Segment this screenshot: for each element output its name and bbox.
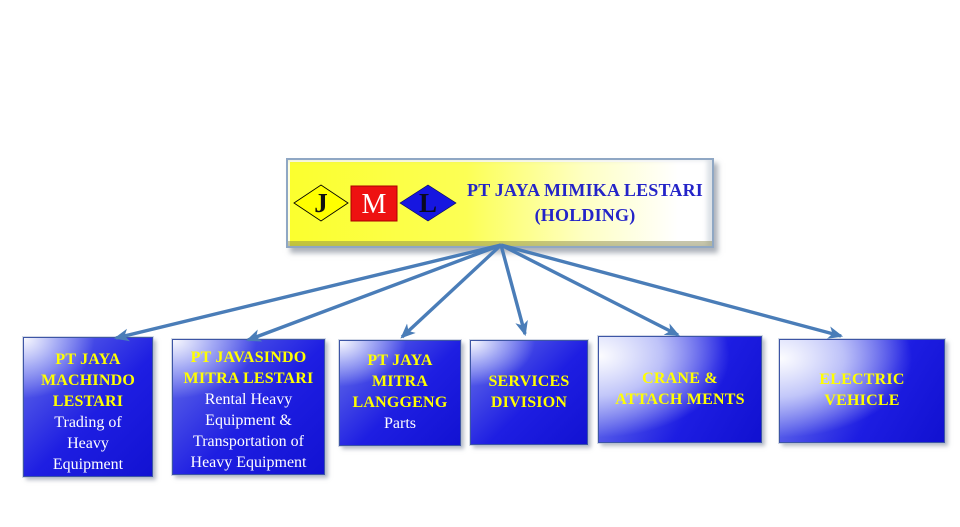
connector-arrow-6 — [500, 243, 844, 339]
org-box-description: Rental Heavy Equipment & Transportation … — [190, 390, 307, 471]
org-box-pt-jaya-machindo-lestari: PT JAYA MACHINDO LESTARI Trading of Heav… — [23, 337, 153, 477]
logo-blue-diamond-icon — [399, 184, 457, 222]
org-box-pt-javasindo-mitra-lestari: PT JAVASINDO MITRA LESTARI Rental Heavy … — [172, 339, 325, 475]
logo-red-square-icon — [350, 185, 398, 222]
org-box-pt-jaya-mitra-langgeng: PT JAYA MITRA LANGGENG Parts — [339, 340, 461, 446]
logo-letter-m: M — [362, 189, 387, 220]
org-box-description: Trading of Heavy Equipment — [52, 413, 124, 473]
org-box-name: SERVICES DIVISION — [488, 372, 570, 411]
logo-letter-l: L — [419, 188, 437, 218]
org-box-description: Parts — [384, 414, 416, 432]
connector-arrow-5 — [500, 243, 680, 337]
org-box-name: CRANE & ATTACH MENTS — [615, 369, 745, 408]
org-box-crane-attachments: CRANE & ATTACH MENTS — [598, 336, 762, 443]
holding-box: J M L PT JAYA MIMIKA LESTARI (HOLDING) — [286, 158, 714, 248]
holding-title: PT JAYA MIMIKA LESTARI (HOLDING) — [467, 179, 703, 225]
connector-arrow-2 — [245, 243, 502, 342]
org-box-name: PT JAVASINDO MITRA LESTARI — [183, 349, 314, 387]
logo-letter-j: J — [314, 188, 328, 218]
org-box-name: ELECTRIC VEHICLE — [819, 371, 905, 409]
connector-arrow-4 — [499, 244, 528, 337]
jml-logo: J M L — [293, 184, 457, 222]
org-box-electric-vehicle: ELECTRIC VEHICLE — [779, 339, 945, 443]
org-box-name: PT JAYA MITRA LANGGENG — [352, 352, 448, 411]
org-box-name: PT JAYA MACHINDO LESTARI — [40, 351, 136, 410]
org-box-services-division: SERVICES DIVISION — [470, 340, 588, 445]
connector-arrow-3 — [400, 243, 503, 339]
connector-arrow-1 — [113, 243, 502, 342]
logo-yellow-diamond-icon — [293, 184, 349, 222]
